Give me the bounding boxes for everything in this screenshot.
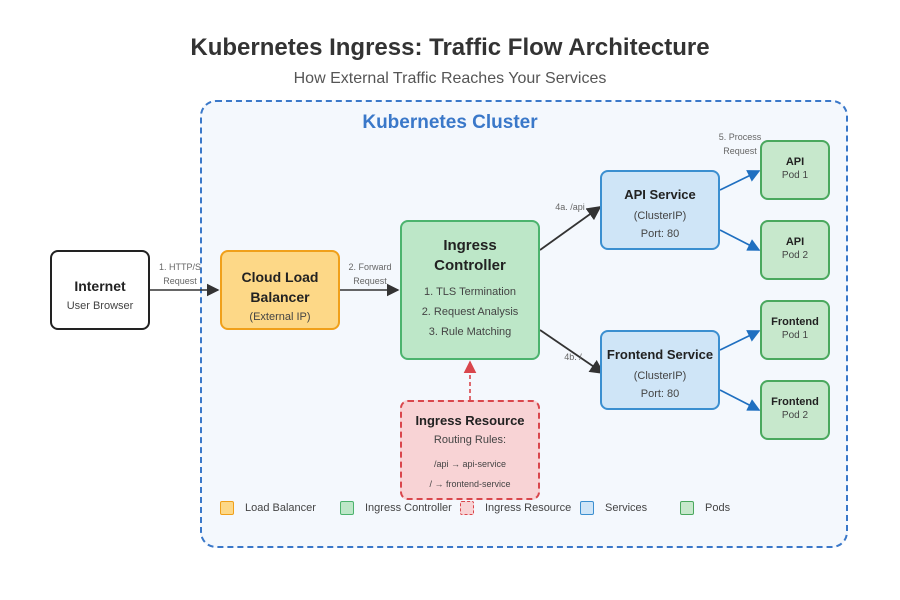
- pod-api-1: API Pod 1: [760, 140, 830, 200]
- ir-rule-2: / → frontend-service: [429, 479, 511, 489]
- pod-api-2-title: API: [785, 236, 805, 248]
- pod-frontend-1-sub: Pod 1: [781, 330, 809, 341]
- flow-label-step5-line1: 5. Process: [718, 132, 762, 142]
- arrow-frontend-to-pod2: [719, 389, 761, 411]
- lb-sub: (External IP): [249, 311, 311, 323]
- internet-sub: User Browser: [66, 300, 134, 312]
- ir-sub: Routing Rules:: [433, 434, 507, 446]
- flow-label-step2: 2. Forward Request: [340, 260, 400, 288]
- ic-step-2: 2. Request Analysis: [421, 306, 519, 318]
- api-service-title: API Service: [624, 187, 696, 202]
- frontend-service-title: Frontend Service: [606, 347, 714, 362]
- frontend-service-node: Frontend Service (ClusterIP) Port: 80: [600, 330, 720, 410]
- legend-label-services: Services: [605, 502, 648, 514]
- pod-frontend-1-title: Frontend: [771, 316, 819, 328]
- internet-node: Internet User Browser: [50, 250, 150, 330]
- pod-frontend-1: Frontend Pod 1: [760, 300, 830, 360]
- flow-label-step4a: 4a. /api: [555, 202, 585, 212]
- pod-frontend-2-title: Frontend: [771, 396, 819, 408]
- ir-title: Ingress Resource: [415, 413, 525, 428]
- api-service-type: (ClusterIP): [633, 210, 687, 222]
- legend-swatch-load-balancer: [220, 501, 234, 515]
- arrow-api-to-pod1: [719, 170, 761, 191]
- frontend-service-type: (ClusterIP): [633, 370, 687, 382]
- legend-label-pods: Pods: [705, 502, 731, 514]
- pod-api-1-title: API: [785, 156, 805, 168]
- diagram-subtitle: How External Traffic Reaches Your Servic…: [293, 70, 607, 87]
- ic-step-1: 1. TLS Termination: [424, 286, 516, 298]
- ic-title-line2: Controller: [434, 257, 506, 274]
- legend-label-ingress-resource: Ingress Resource: [485, 502, 572, 514]
- internet-title: Internet: [74, 278, 126, 294]
- legend-swatch-services: [580, 501, 594, 515]
- flow-label-step1-line2: Request: [163, 276, 197, 286]
- ingress-resource-node: Ingress Resource Routing Rules: /api → a…: [400, 400, 540, 500]
- arrow-api-to-pod2: [719, 229, 761, 251]
- arrow-frontend-to-pod1: [719, 330, 761, 351]
- load-balancer-node: Cloud Load Balancer (External IP): [220, 250, 340, 330]
- flow-label-step1-line1: 1. HTTP/S: [158, 262, 201, 272]
- flow-label-step5: 5. Process Request: [708, 130, 772, 158]
- flow-label-step2-line1: 2. Forward: [348, 262, 392, 272]
- pod-api-1-sub: Pod 1: [781, 170, 809, 181]
- legend-label-ingress-controller: Ingress Controller: [365, 502, 452, 514]
- diagram-title: Kubernetes Ingress: Traffic Flow Archite…: [190, 34, 710, 61]
- pod-frontend-2: Frontend Pod 2: [760, 380, 830, 440]
- lb-title-line1: Cloud Load: [241, 269, 319, 285]
- flow-label-step2-line2: Request: [353, 276, 387, 286]
- arrow-controller-to-frontend: [539, 329, 605, 375]
- flow-label-step5-line2: Request: [723, 146, 757, 156]
- arrow-controller-to-api: [539, 205, 602, 251]
- flow-label-step4b: 4b. /: [564, 352, 582, 362]
- api-service-node: API Service (ClusterIP) Port: 80: [600, 170, 720, 250]
- lb-title-line2: Balancer: [250, 289, 310, 305]
- ingress-controller-node: Ingress Controller 1. TLS Termination 2.…: [400, 220, 540, 360]
- ic-title-line1: Ingress: [443, 237, 497, 254]
- ir-rule-1: /api → api-service: [433, 459, 507, 469]
- api-service-port: Port: 80: [640, 228, 680, 240]
- pod-api-2: API Pod 2: [760, 220, 830, 280]
- ic-step-3: 3. Rule Matching: [428, 326, 512, 338]
- frontend-service-port: Port: 80: [640, 388, 680, 400]
- legend-swatch-ingress-controller: [340, 501, 354, 515]
- legend-label-load-balancer: Load Balancer: [245, 502, 316, 514]
- pod-api-2-sub: Pod 2: [781, 250, 809, 261]
- legend-swatch-pods: [680, 501, 694, 515]
- legend-swatch-ingress-resource: [460, 501, 474, 515]
- cluster-label: Kubernetes Cluster: [362, 112, 538, 133]
- flow-label-step1: 1. HTTP/S Request: [150, 260, 210, 288]
- pod-frontend-2-sub: Pod 2: [781, 410, 809, 421]
